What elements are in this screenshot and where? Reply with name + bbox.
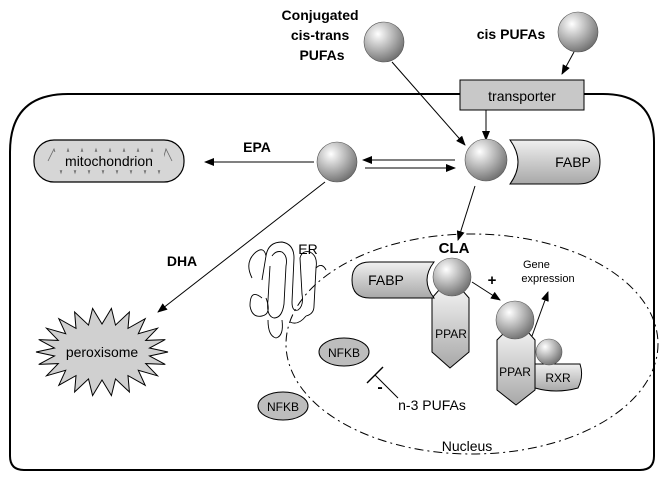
cis-pufa-ball — [557, 11, 599, 53]
arrow-cis-to-transporter — [561, 51, 575, 75]
nucleus-fabp-ball — [432, 257, 472, 297]
inhibition-bar — [366, 366, 384, 384]
endoplasmic-reticulum — [248, 241, 327, 339]
conjugated-pufa-ball — [363, 21, 405, 63]
peroxisome-label: peroxisome — [66, 344, 139, 360]
nucleus-label: Nucleus — [442, 438, 493, 454]
fabp-nucleus-shape — [351, 261, 436, 299]
fabp-nucleus-label: FABP — [368, 272, 404, 288]
ppar-right-label: PPAR — [499, 365, 531, 379]
mitochondrion-cristae — [47, 147, 173, 175]
er-label: ER — [298, 241, 317, 257]
minus-sign: - — [377, 379, 382, 396]
inhibition-line — [374, 374, 399, 399]
fabp-membrane-shape — [509, 139, 601, 185]
nucleus-envelope — [285, 233, 659, 455]
n3-pufas-label: n-3 PUFAs — [398, 397, 466, 413]
arrow-to-ppar-rxr — [471, 281, 501, 301]
transporter-box — [459, 79, 585, 111]
gene-expression-label: Gene expression — [521, 259, 574, 285]
rxr-ligand-ball — [535, 338, 563, 366]
arrow-conjugated-to-fabp — [391, 61, 466, 146]
fabp-membrane-label: FABP — [555, 154, 591, 170]
arrow-dha-to-peroxisome — [157, 181, 326, 313]
plus-sign: + — [488, 272, 497, 289]
nfkb-nucleus-label: NFKB — [328, 346, 360, 360]
epa-label: EPA — [243, 139, 271, 155]
dha-label: DHA — [167, 253, 197, 269]
rxr-shape — [534, 363, 583, 392]
cytoplasm-pufa-ball — [316, 141, 358, 183]
transporter-label: transporter — [488, 88, 556, 104]
nfkb-cytoplasm-label: NFKB — [267, 400, 299, 414]
ppar-ligand-ball — [495, 300, 535, 340]
peroxisome-shape — [35, 307, 169, 397]
cell-membrane — [9, 93, 655, 471]
cla-label: CLA — [439, 240, 470, 257]
nfkb-nucleus-shape — [318, 337, 370, 367]
ppar-left-label: PPAR — [435, 327, 467, 341]
rxr-label: RXR — [545, 371, 571, 385]
nfkb-cytoplasm-shape — [257, 391, 309, 421]
arrow-fabp-to-nucleus — [456, 185, 476, 241]
cis-pufas-label: cis PUFAs — [477, 26, 546, 42]
mitochondrion-label-bg — [54, 152, 164, 170]
mitochondrion-label: mitochondrion — [65, 153, 153, 169]
conjugated-label: Conjugated cis-trans PUFAs — [282, 7, 363, 63]
arrow-gene-expression — [531, 291, 549, 337]
fabp-bound-ball — [464, 138, 508, 182]
